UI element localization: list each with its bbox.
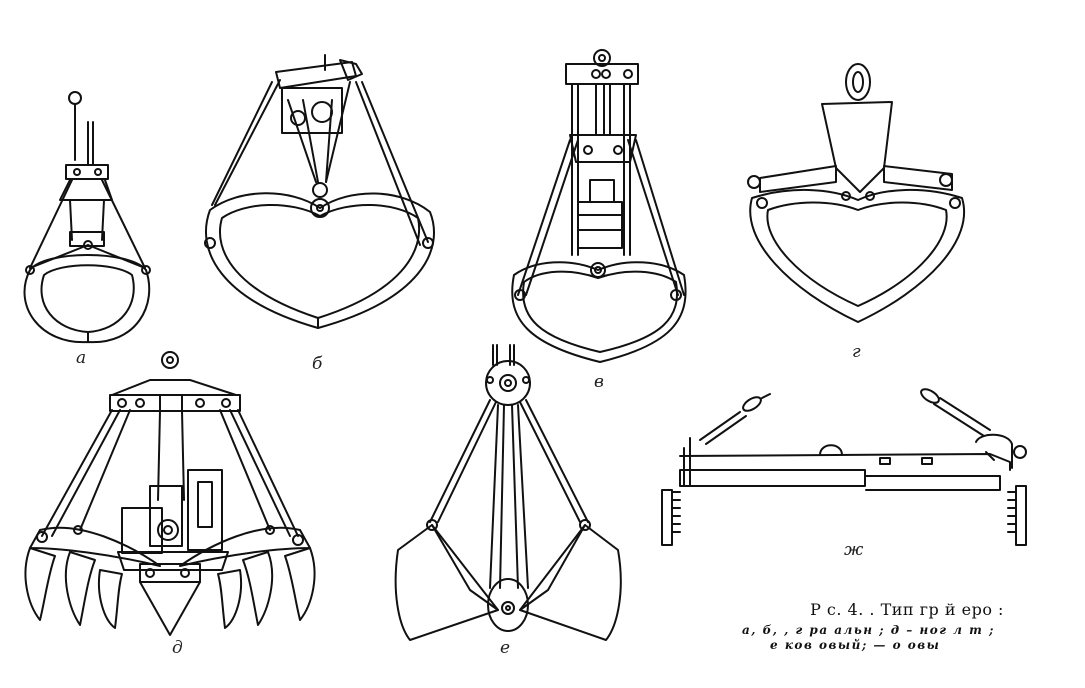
- label-v: в: [594, 372, 604, 392]
- grab-a: [23, 91, 151, 344]
- grab-e: [394, 344, 622, 641]
- grab-d: [24, 351, 316, 636]
- label-g: г: [852, 342, 861, 362]
- caption-line-2: е ков овый; — о овы: [770, 638, 941, 652]
- grab-g: [747, 63, 965, 323]
- label-zh: ж: [844, 540, 864, 560]
- figure-caption: Р с. 4. . Тип гр й еро : а, б, , г ра ал…: [742, 600, 1072, 653]
- caption-line-1: а, б, , г ра альн ; д – ног л т ;: [742, 623, 995, 637]
- grab-v: [511, 49, 687, 363]
- grab-b: [204, 54, 435, 329]
- label-b: б: [312, 354, 323, 374]
- caption-title: Р с. 4. . Тип гр й еро :: [810, 600, 1004, 619]
- label-e: е: [500, 638, 511, 658]
- label-a: а: [76, 348, 87, 368]
- grab-zh: [661, 388, 1027, 546]
- label-d: д: [172, 638, 183, 658]
